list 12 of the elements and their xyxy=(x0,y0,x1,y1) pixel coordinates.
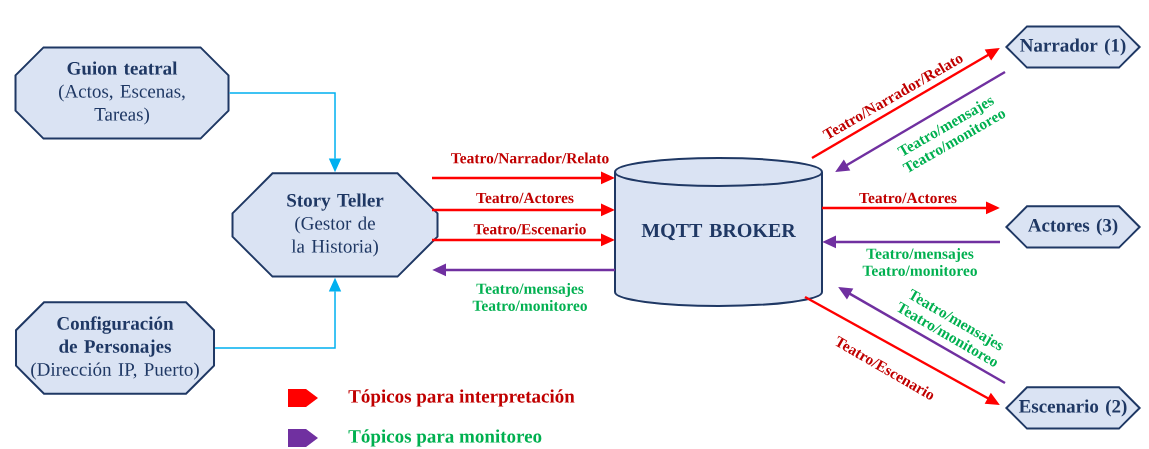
legend-label: Tópicos para interpretación xyxy=(348,389,575,407)
edge-label: Teatro/Actores xyxy=(859,192,957,204)
edge-label: Teatro/mensajes Teatro/monitoreo xyxy=(862,248,977,276)
edge-label: Teatro/Narrador/Relato xyxy=(451,152,609,164)
legend-label: Tópicos para monitoreo xyxy=(348,429,542,447)
process-box: Configuración de Personajes (Dirección IP, Puerto) xyxy=(15,301,215,395)
edge-label: Teatro/mensajes Teatro/monitoreo xyxy=(472,283,587,311)
edge-label: Teatro/Actores xyxy=(476,192,574,204)
process-box: Guion teatral (Actos, Escenas, Tareas) xyxy=(14,46,230,140)
cylinder: MQTT BROKER xyxy=(614,157,823,307)
edge-label: Teatro/Escenario xyxy=(473,223,586,235)
process-box: Story Teller (Gestor de la Historia) xyxy=(231,172,439,278)
